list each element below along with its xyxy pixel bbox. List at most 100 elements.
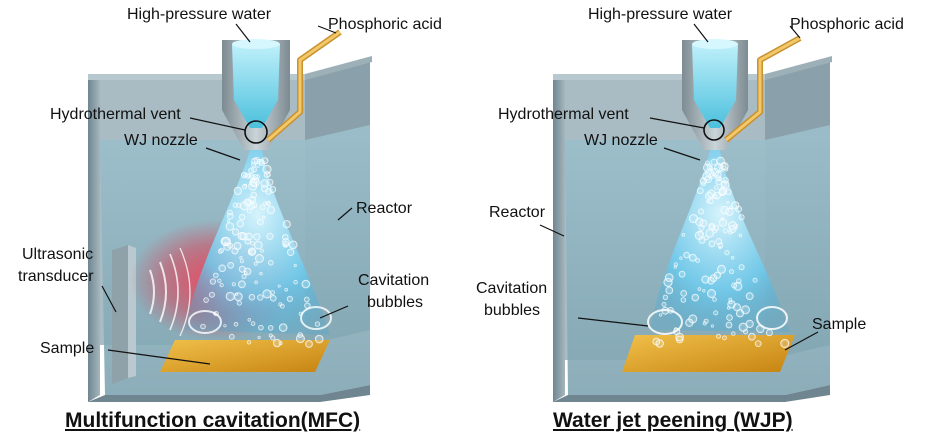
cavitation-bubble — [688, 314, 698, 324]
cavitation-bubble — [712, 228, 718, 234]
cavitation-bubble — [295, 334, 305, 344]
cavitation-bubble — [239, 256, 243, 260]
cavitation-bubble — [652, 337, 661, 346]
mfc-reactor-rim-side — [305, 56, 372, 80]
cavitation-bubble — [708, 224, 715, 230]
cavitation-bubble — [728, 297, 733, 302]
cavitation-bubble — [226, 219, 231, 223]
cavitation-bubble — [722, 335, 727, 341]
cavitation-bubble — [257, 158, 261, 163]
cavitation-bubble — [740, 305, 750, 315]
mfc-bubble-cloud-right — [300, 306, 332, 330]
cavitation-bubble — [287, 248, 295, 257]
wjp-reactor-floor — [553, 385, 830, 402]
cavitation-bubble — [249, 203, 256, 210]
cavitation-bubble — [231, 228, 240, 236]
cavitation-bubble — [253, 261, 258, 266]
cavitation-bubble — [713, 271, 721, 279]
wjp-bubble-cloud-left — [647, 309, 683, 335]
cavitation-bubble — [262, 289, 272, 299]
cavitation-bubble — [722, 228, 729, 234]
cavitation-bubble — [257, 335, 261, 340]
cavitation-bubble — [231, 282, 236, 287]
wjp-reactor-left-wall — [553, 78, 565, 402]
cavitation-bubble — [209, 278, 216, 285]
cavitation-bubble — [260, 179, 269, 188]
cavitation-bubble — [242, 184, 248, 190]
cavitation-bubble — [261, 157, 269, 165]
cavitation-bubble — [269, 294, 277, 302]
cavitation-bubble — [227, 242, 234, 249]
cavitation-bubble — [236, 220, 245, 228]
cavitation-bubble — [658, 313, 663, 317]
cavitation-bubble — [283, 243, 288, 247]
mfc-cup-top — [232, 39, 280, 49]
cavitation-bubble — [265, 200, 271, 206]
wjp-label-wj-nozzle: WJ nozzle — [584, 132, 658, 149]
cavitation-bubble — [728, 269, 734, 275]
mfc-label-ultrasonic: Ultrasonic — [22, 246, 94, 263]
cavitation-bubble — [277, 284, 281, 288]
cavitation-bubble — [712, 297, 717, 302]
cavitation-bubble — [679, 256, 683, 260]
cavitation-bubble — [663, 277, 673, 287]
cavitation-bubble — [765, 329, 773, 337]
wjp-label-cavitation: Cavitation — [476, 280, 548, 297]
mfc-label-cavitation: Cavitation — [358, 272, 430, 289]
mfc-label-wj-nozzle: WJ nozzle — [124, 132, 198, 149]
mfc-ultrasonic-transducer — [112, 245, 128, 384]
mfc-label-phosphoric-acid: Phosphoric acid — [328, 16, 442, 33]
cavitation-bubble — [247, 317, 252, 322]
cavitation-bubble — [255, 254, 265, 264]
cavitation-bubble — [243, 271, 248, 275]
cavitation-bubble — [236, 300, 242, 306]
cavitation-bubble — [730, 256, 735, 260]
cavitation-bubble — [314, 321, 321, 327]
cavitation-bubble — [259, 271, 263, 276]
cavitation-bubble — [688, 253, 697, 262]
cavitation-bubble — [225, 291, 235, 302]
cavitation-bubble — [281, 233, 289, 241]
cavitation-bubble — [701, 275, 710, 284]
cavitation-bubble — [225, 222, 235, 231]
cavitation-bubble — [721, 162, 727, 168]
mfc-label-reactor: Reactor — [356, 200, 413, 217]
cavitation-bubble — [698, 236, 706, 244]
cavitation-bubble — [681, 233, 686, 237]
cavitation-bubble — [301, 279, 311, 289]
cavitation-bubble — [244, 232, 253, 241]
cavitation-bubble — [266, 172, 271, 177]
cavitation-bubble — [208, 291, 215, 298]
cavitation-bubble — [726, 314, 733, 321]
cavitation-bubble — [260, 248, 264, 253]
cavitation-bubble — [282, 220, 291, 229]
wjp-bubble-cloud-right — [756, 306, 788, 330]
cavitation-bubble — [661, 301, 667, 307]
cavitation-bubble — [748, 332, 756, 341]
cavitation-bubble — [265, 188, 272, 195]
cavitation-bubble — [738, 214, 745, 221]
cavitation-bubble — [722, 177, 729, 184]
cavitation-bubble — [268, 333, 273, 338]
wjp-reactor-rim — [553, 74, 765, 80]
cavitation-bubble — [218, 264, 226, 273]
cavitation-bubble — [738, 322, 748, 332]
wjp-label-phosphoric-acid: Phosphoric acid — [790, 16, 904, 33]
cavitation-bubble — [253, 233, 261, 241]
cavitation-bubble — [725, 207, 734, 216]
cavitation-bubble — [673, 262, 678, 267]
cavitation-bubble — [241, 274, 247, 280]
wjp-sample — [622, 335, 795, 372]
cavitation-bubble — [228, 333, 235, 340]
cavitation-bubble — [678, 270, 686, 278]
cavitation-bubble — [203, 297, 209, 303]
cavitation-bubble — [724, 250, 730, 256]
cavitation-bubble — [233, 321, 239, 327]
wjp-panel — [539, 23, 832, 402]
cavitation-bubble — [257, 294, 264, 301]
mfc-ultrasound-waves — [149, 247, 191, 337]
cavitation-bubble — [248, 293, 256, 301]
cavitation-bubble — [780, 338, 790, 349]
cavitation-bubble — [220, 236, 230, 246]
